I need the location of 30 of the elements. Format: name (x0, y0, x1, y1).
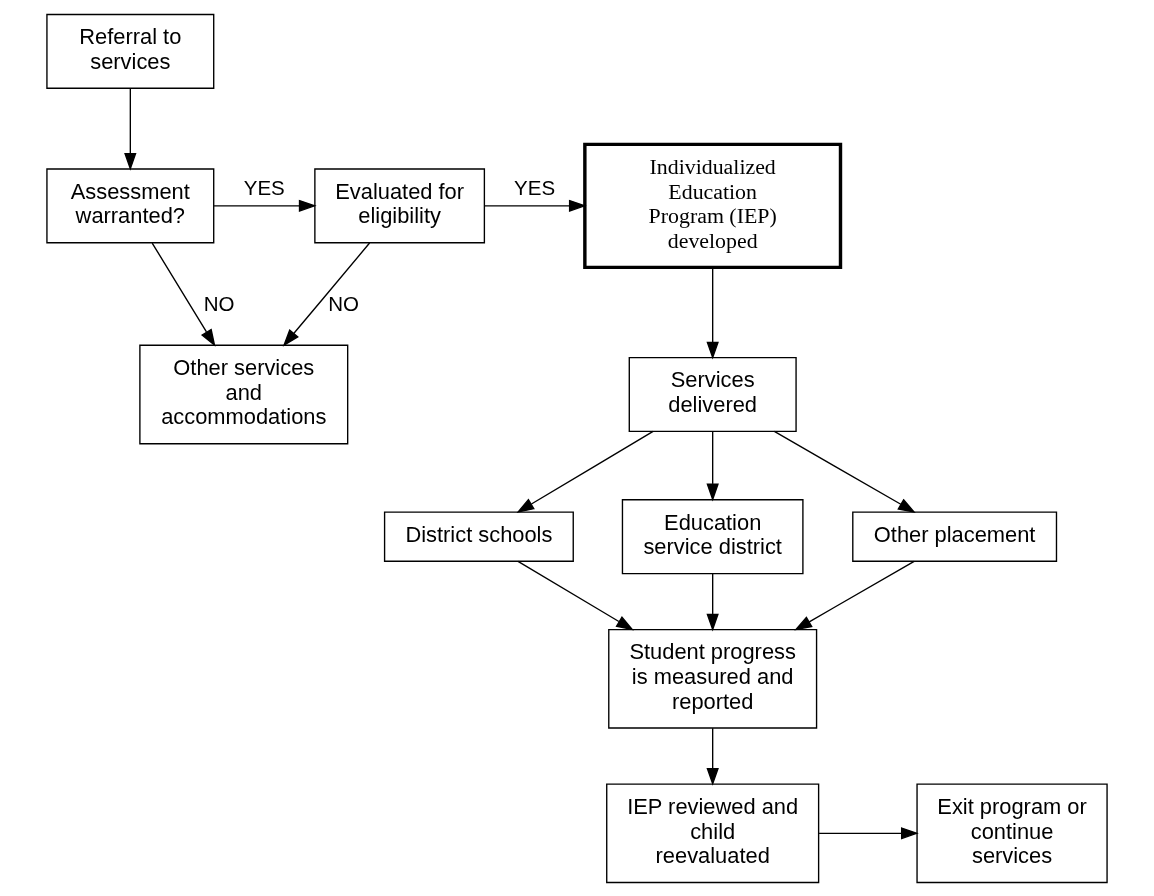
node-box: Assessment warranted? (46, 167, 215, 243)
arrow (773, 430, 916, 513)
node-box: Other services and accommodations (139, 344, 349, 444)
arrow (818, 826, 919, 840)
arrow (794, 560, 915, 630)
arrow (151, 241, 216, 347)
arrow (706, 572, 719, 631)
edge-label: NO (203, 291, 235, 315)
arrow (706, 266, 719, 359)
arrow (516, 430, 654, 513)
edge-label: NO (328, 291, 359, 315)
node-box: IEP reviewed and child reevaluated (606, 782, 820, 883)
arrow (282, 241, 371, 347)
arrow (213, 199, 317, 212)
arrow (124, 87, 137, 171)
edge-label: YES (243, 175, 285, 199)
node-box: Student progress is measured and reported (608, 628, 818, 729)
node-box: Education service district (621, 498, 804, 574)
arrow (517, 560, 634, 630)
node-box: District schools (383, 510, 574, 562)
arrow (484, 199, 587, 212)
node-box: Exit program or continue services (916, 782, 1108, 883)
arrow (706, 727, 719, 786)
node-box: Individualized Education Program (IEP) developed (583, 142, 843, 269)
node-box: Evaluated for eligibility (314, 167, 486, 243)
node-box: Referral to services (46, 13, 215, 89)
edge-label: YES (514, 175, 556, 199)
node-box: Other placement (852, 510, 1058, 562)
arrow (706, 430, 719, 501)
node-box: Services delivered (628, 356, 797, 432)
